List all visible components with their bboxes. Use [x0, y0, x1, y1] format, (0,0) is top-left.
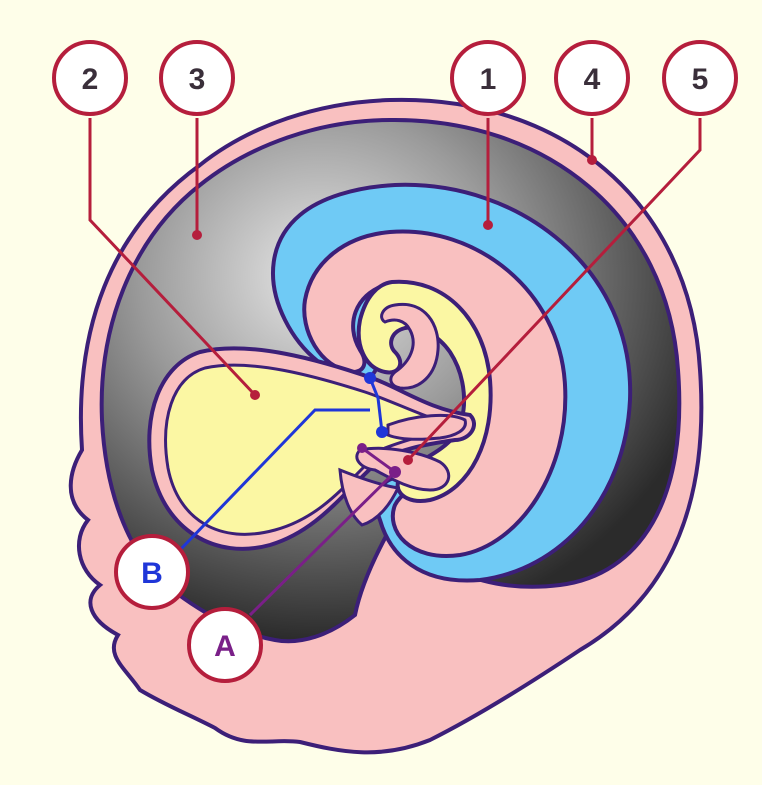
marker-point-b-lower: [376, 426, 388, 438]
anchor-dot-5: [403, 455, 413, 465]
callout-b: B: [116, 536, 188, 608]
marker-point-b-upper: [364, 372, 376, 384]
callout-2: 2: [54, 42, 126, 114]
callout-3-label: 3: [189, 63, 206, 96]
callout-b-label: B: [141, 557, 163, 590]
callout-4: 4: [556, 42, 628, 114]
anchor-dot-2: [250, 390, 260, 400]
callout-3: 3: [161, 42, 233, 114]
anchor-dot-1: [483, 220, 493, 230]
callout-1-label: 1: [480, 63, 497, 96]
callout-4-label: 4: [584, 63, 601, 96]
callout-a: A: [189, 609, 261, 681]
callout-a-label: A: [214, 630, 236, 663]
callout-2-label: 2: [82, 63, 99, 96]
callout-5-label: 5: [692, 63, 709, 96]
marker-point-a-lower: [389, 466, 401, 478]
marker-point-a-upper: [357, 443, 367, 453]
anchor-dot-3: [192, 230, 202, 240]
callout-1: 1: [452, 42, 524, 114]
anchor-dot-4: [587, 155, 597, 165]
callout-5: 5: [664, 42, 736, 114]
